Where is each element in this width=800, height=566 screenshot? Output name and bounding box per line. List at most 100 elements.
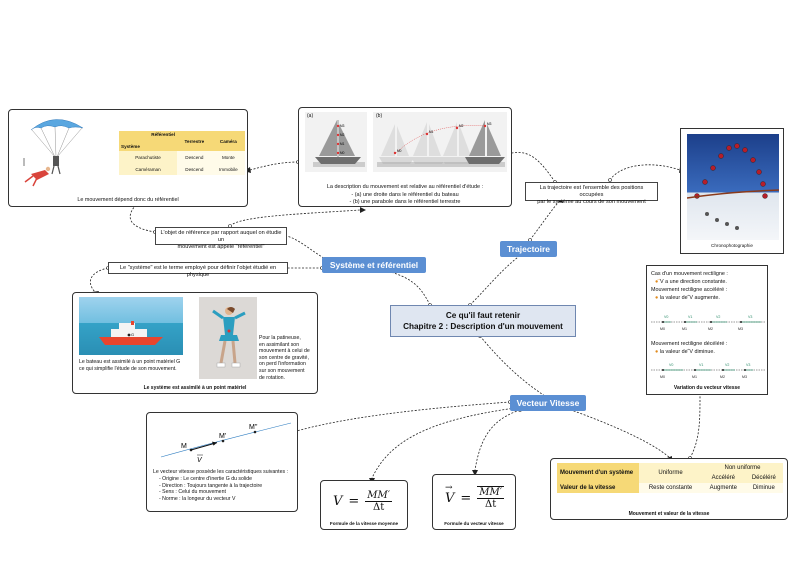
table-cell: Immobile xyxy=(211,163,245,175)
skater-text-line: de rotation. xyxy=(259,374,285,381)
velocity-label: V1 xyxy=(688,315,692,319)
bullet-icon: ● xyxy=(655,349,660,355)
skater-text-line: Pour la patineuse, xyxy=(259,335,301,341)
variation-line-text: ⃗V a une direction constante. xyxy=(659,279,727,285)
formula-fraction: MM′ Δt xyxy=(477,486,505,510)
motion-table: Mouvement d'un système Uniforme Non unif… xyxy=(557,463,783,493)
motion-table-caption: Mouvement et valeur de la vitesse xyxy=(628,511,710,517)
motion-table-card: Mouvement d'un système Uniforme Non unif… xyxy=(550,458,788,520)
decelerated-axis: V0 V1 V2 V3 M0 M1 M2 M3 xyxy=(651,363,765,379)
connector-trajdef-chrono xyxy=(609,164,681,181)
trajectoire-definition[interactable]: La trajectoire est l'ensemble des positi… xyxy=(525,182,658,205)
accelerated-axis: V0 V1 V2 V3 M0 M1 M2 M3 xyxy=(651,315,765,331)
formula-equals: = xyxy=(460,490,472,506)
boat-point-label: M3 xyxy=(487,122,492,126)
velocity-label: V3 xyxy=(748,315,752,319)
vector-card: M M' M'' V Le vecteur vitesse possède le… xyxy=(146,412,298,512)
skater-text-line: sur son mouvement xyxy=(259,367,305,374)
skater-text-line: mouvement à celui de xyxy=(259,348,310,355)
column-header: Caméra xyxy=(211,131,245,151)
connector-vitesse-fmoy xyxy=(371,407,516,479)
table-corner-cell: Référentiel Système xyxy=(119,131,177,151)
referentiel-card-caption: Le mouvement dépend donc du référentiel xyxy=(77,197,179,203)
variation-caption: Variation du vecteur vitesse xyxy=(673,385,741,391)
referentiel-card: Référentiel Système Terrestre Caméra Par… xyxy=(8,109,248,207)
boat-point-text: Le bateau est assimilé à un point matéri… xyxy=(79,359,187,373)
chronophotography-caption: Chronophotographie xyxy=(711,243,753,248)
boat-point-label: M0 xyxy=(340,151,345,155)
formula-moyenne-caption: Formule de la vitesse moyenne xyxy=(329,521,399,526)
referentiel-definition[interactable]: L'objet de référence par rapport auquel … xyxy=(155,227,287,250)
sailboat-b-illustration: M0 M1 M2 M3 xyxy=(377,120,505,167)
formula-numerator: MM′ xyxy=(477,486,505,499)
referentiel-def-line: L'objet de référence par rapport auquel … xyxy=(160,230,282,243)
variation-line: Mouvement rectiligne accéléré : xyxy=(651,287,728,293)
formula-fraction: MM′ Δt xyxy=(365,490,393,513)
systeme-definition[interactable]: Le "système" est le terme employé pour d… xyxy=(108,262,288,278)
position-label: M3 xyxy=(742,375,747,379)
variation-line: ● la valeur de ⃗V augmente. xyxy=(651,294,767,302)
bullet-icon: ● xyxy=(655,279,660,285)
central-subtitle: Chapitre 2 : Description d'un mouvement xyxy=(403,322,563,331)
skater-text: Pour la patineuse, en assimilant son mou… xyxy=(259,335,317,381)
position-label: M1 xyxy=(682,327,687,331)
skater-text-line: son centre de gravité, xyxy=(259,354,309,361)
variation-line: Cas d'un mouvement rectiligne : xyxy=(651,271,728,277)
position-label: M0 xyxy=(660,375,665,379)
point-materiel-caption: Le système est assimilé à un point matér… xyxy=(143,385,247,391)
vector-v-label: V xyxy=(197,457,203,464)
trajectoire-def-line: par le système au cours de son mouvement xyxy=(537,199,646,205)
connector-sysdef-pointcard xyxy=(90,267,109,293)
connector-trajdef-boats xyxy=(511,152,556,183)
boats-desc-line: - (a) une droite dans le référentiel du … xyxy=(351,191,459,198)
boat-text-line: Le bateau est assimilé à un point matéri… xyxy=(79,359,181,365)
boats-desc-line: La description du mouvement est relative… xyxy=(326,184,484,190)
boat-point-label: M2 xyxy=(340,133,345,137)
vector-char-line: - Sens : Celui du mouvement xyxy=(159,489,226,496)
connector-refdef-boats xyxy=(229,209,361,227)
connector-center-trajectoire xyxy=(469,248,530,306)
corner-referentiel-label: Référentiel xyxy=(151,132,175,137)
point-materiel-card: G Le bateau est assimilé à un point maté… xyxy=(72,292,318,394)
topic-vecteur-vitesse[interactable]: Vecteur Vitesse xyxy=(510,395,586,411)
position-label: M3 xyxy=(738,327,743,331)
decelere-cell: Décéléré xyxy=(744,473,783,483)
skater-photo xyxy=(199,297,257,379)
parachute-illustration xyxy=(23,119,84,187)
boat-point-label: M1 xyxy=(340,142,345,146)
velocity-label: V2 xyxy=(716,315,720,319)
formula-vecteur-card: → V = MM′ Δt Formule du vecteur vitesse xyxy=(432,474,516,530)
vector-char-line: - Origine : Le centre d'inertie G du sol… xyxy=(159,475,252,482)
vector-characteristics: Le vecteur vitesse possède les caractéri… xyxy=(153,469,297,503)
speed-constant-cell: Reste constante xyxy=(639,483,703,493)
bullet-icon: ● xyxy=(655,295,660,301)
corner-systeme-label: Système xyxy=(121,144,140,149)
vector-point-m2: M'' xyxy=(249,424,258,431)
formula-lhs: V xyxy=(333,493,343,509)
variation-text-block-2: Mouvement rectiligne décéléré : ● la val… xyxy=(651,340,767,356)
connector-table-variation xyxy=(689,394,701,459)
panel-a-label: (a) xyxy=(307,113,314,119)
connector-refdef-refcard xyxy=(129,205,156,233)
topic-trajectoire[interactable]: Trajectoire xyxy=(500,241,557,257)
referentiel-def-line: mouvement est appelé "référentiel" xyxy=(177,244,265,250)
trajectoire-def-line: La trajectoire est l'ensemble des positi… xyxy=(539,185,644,198)
referentiel-table: Référentiel Système Terrestre Caméra Par… xyxy=(119,131,245,175)
boats-card: (a) (b) M3 M2 M1 M0 M0 M1 xyxy=(298,107,512,207)
position-label: M0 xyxy=(660,327,665,331)
variation-line: Mouvement rectiligne décéléré : xyxy=(651,341,728,347)
row-label: Caméraman xyxy=(119,163,177,175)
vector-point-m: M xyxy=(181,443,187,450)
formula-denominator: Δt xyxy=(485,499,497,510)
central-node[interactable]: Ce qu'il faut retenir Chapitre 2 : Descr… xyxy=(390,305,576,337)
table-cell: Descend xyxy=(177,151,212,163)
position-label: M1 xyxy=(692,375,697,379)
topic-systeme-referentiel[interactable]: Système et référentiel xyxy=(322,257,426,273)
boat-point-label: M2 xyxy=(459,124,464,128)
uniforme-cell: Uniforme xyxy=(639,463,703,483)
variation-card: Cas d'un mouvement rectiligne : ● ⃗V a u… xyxy=(646,265,768,395)
boat-photo: G xyxy=(79,297,183,355)
formula-lhs-vector: → V xyxy=(445,483,454,506)
ski-jump-sequence xyxy=(687,143,779,230)
formula-equals: = xyxy=(348,493,360,509)
